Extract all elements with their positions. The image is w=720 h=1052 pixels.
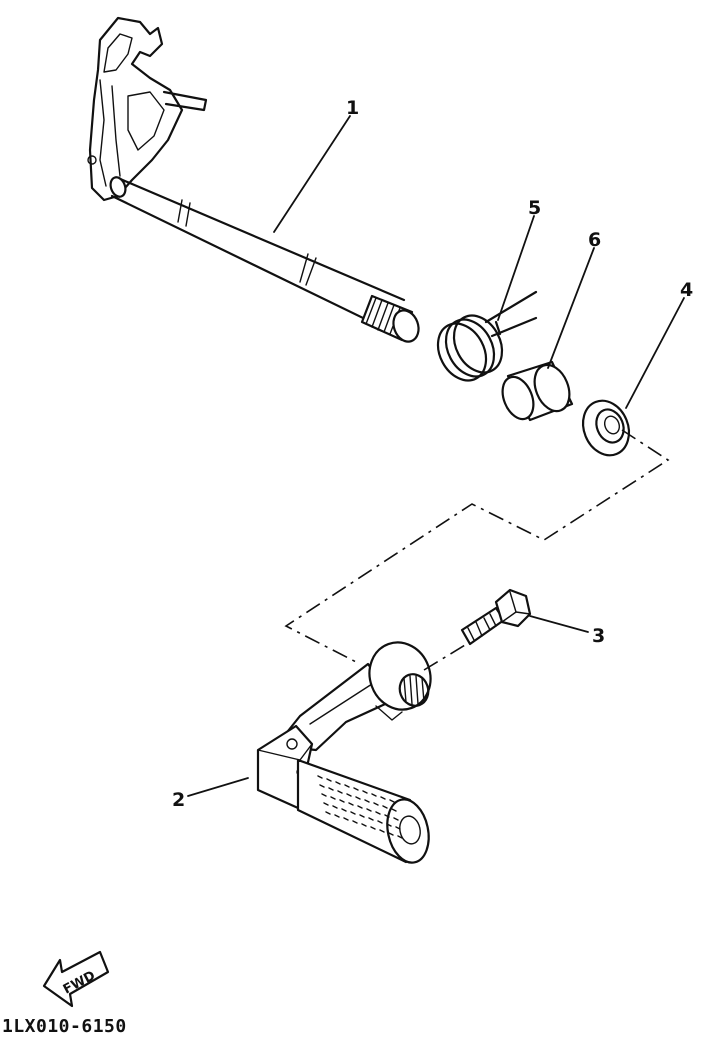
leader-lines [187,115,685,797]
pedal-knurl-mark [380,796,386,800]
pedal-knurl-mark [328,787,334,791]
pedal-knurl-mark [370,826,376,830]
callout-4: 4 [680,279,693,301]
callout-1: 1 [346,97,359,119]
pedal-knurl-mark [373,802,379,806]
pedal-knurl-mark [323,802,329,806]
pedal-knurl-mark [377,820,383,824]
callout-5: 5 [528,197,541,219]
pedal-knurl-mark [364,799,370,803]
pedal-knurl-mark [317,775,323,779]
fwd-arrow-icon: FWD [42,950,110,1008]
pedal-knurl-mark [393,817,399,821]
pedal-knurl-mark [368,817,374,821]
pedal-knurl-mark [326,778,332,782]
pedal-knurl-mark [353,787,359,791]
pedal-knurl-mark [337,790,343,794]
pedal-knurl-mark [352,820,358,824]
drawing-code: 1LX010-6150 [2,1016,127,1037]
callout-3: 3 [592,625,605,647]
pedal-knurl-mark [319,784,325,788]
pedal-knurl-mark [397,835,403,839]
pedal-knurl-mark [341,808,347,812]
pedal-knurl-mark [330,796,336,800]
pedal-knurl-mark [362,790,368,794]
pedal-knurl-mark [344,784,350,788]
collar-part [501,360,574,422]
pedal-knurl-mark [366,808,372,812]
oil-seal-part [581,399,631,457]
pedal-knurl-mark [346,793,352,797]
pedal-knurl-mark [357,805,363,809]
pedal-knurl-mark [384,814,390,818]
pedal-knurl-mark [359,814,365,818]
shift-shaft-part [87,16,420,343]
pedal-knurl-mark [371,793,377,797]
pedal-knurl-mark [343,817,349,821]
pedal-knurl-mark [325,811,331,815]
pedal-knurl-mark [339,799,345,803]
pedal-knurl-mark [391,808,397,812]
pedal-knurl-mark [348,802,354,806]
pedal-knurl-mark [355,796,361,800]
shift-pedal-part [256,641,432,864]
pedal-knurl-mark [375,811,381,815]
assembly-lines [284,429,670,671]
callout-2: 2 [172,789,185,811]
pedal-knurl-mark [335,781,341,785]
pedal-knurl-mark [361,823,367,827]
pedal-knurl-mark [386,823,392,827]
pedal-knurl-mark [388,832,394,836]
pedal-knurl-mark [332,805,338,809]
torsion-spring-part [436,290,538,382]
pedal-knurl-mark [350,811,356,815]
callout-6: 6 [588,229,601,251]
pedal-knurl-mark [389,799,395,803]
pedal-knurl-mark [395,826,401,830]
pedal-knurl-mark [334,814,340,818]
pedal-knurl-mark [321,793,327,797]
bolt-part [460,588,532,646]
pedal-knurl-mark [382,805,388,809]
pedal-knurl-mark [379,829,385,833]
